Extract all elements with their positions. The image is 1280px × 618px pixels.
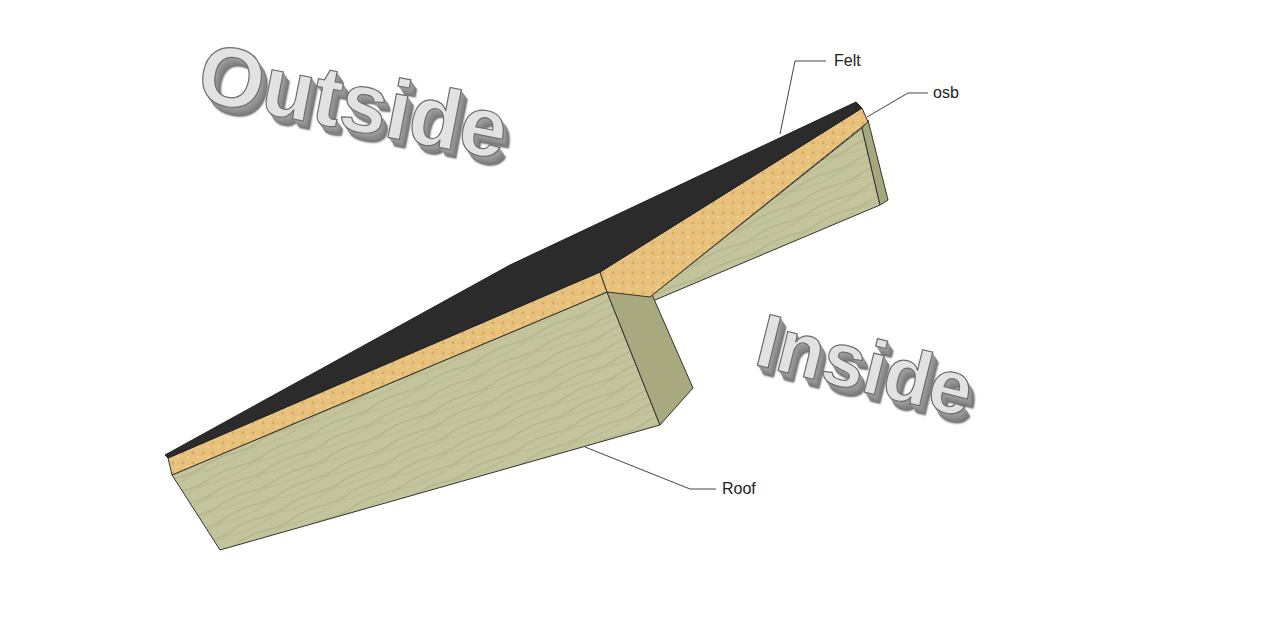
part-label: osb (931, 85, 961, 101)
leader-line (867, 93, 928, 117)
region-label: Inside (750, 302, 981, 429)
leader-line (780, 61, 826, 134)
region-label: Outside (192, 30, 515, 172)
osb-edge (600, 108, 868, 297)
leader-line (585, 447, 716, 489)
rafter-end (607, 290, 693, 425)
rafter-end (862, 120, 888, 205)
osb-edge (168, 272, 607, 475)
part-label: Roof (720, 481, 758, 497)
part-label: Felt (832, 53, 863, 69)
felt-layer (165, 102, 862, 458)
